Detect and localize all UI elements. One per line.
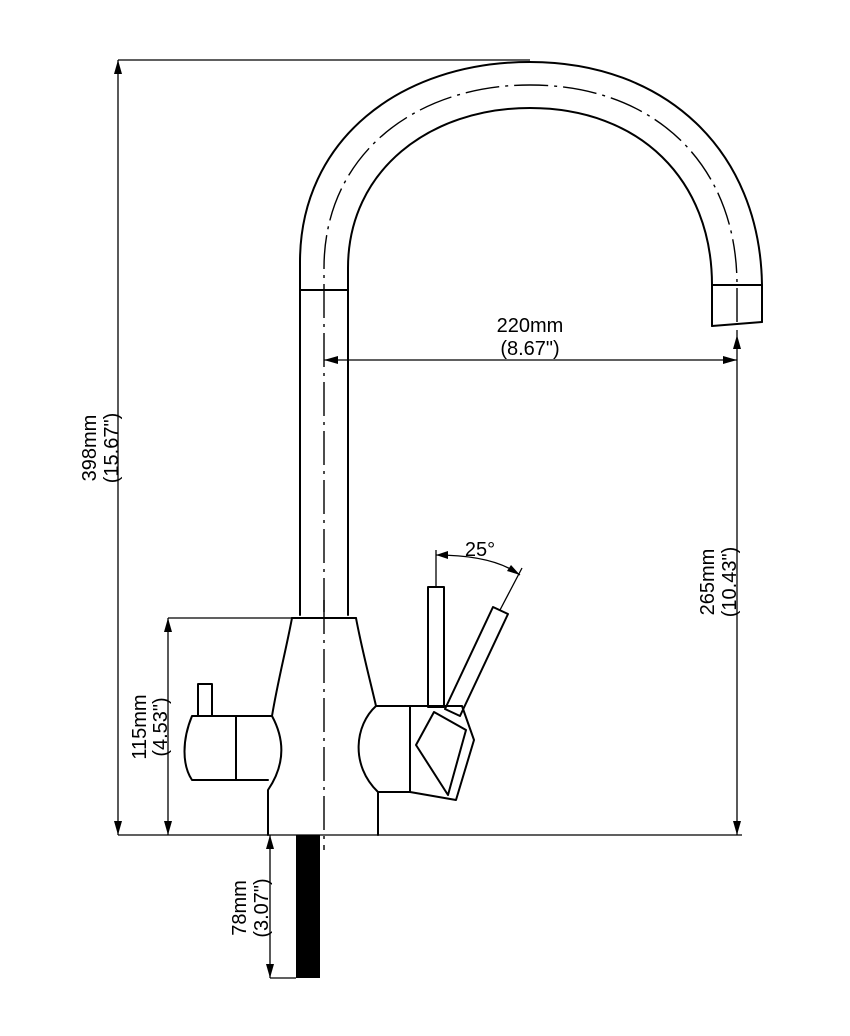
- overall-height-metric-label: 398mm: [79, 415, 101, 482]
- body-height-imperial-label: (4.53"): [150, 697, 172, 756]
- spout-height-metric-label: 265mm: [697, 549, 719, 616]
- body-height-dimension: 115mm (4.53"): [129, 617, 292, 835]
- shank-length-metric-label: 78mm: [229, 880, 251, 936]
- spout-reach-imperial-label: (8.67"): [500, 338, 559, 360]
- body-height-metric-label: 115mm: [129, 694, 151, 759]
- spout-height-dimension: 265mm (10.43"): [697, 330, 741, 835]
- lever-angle-label: 25°: [465, 539, 495, 561]
- spout-reach-metric-label: 220mm: [497, 315, 564, 337]
- spout: [299, 61, 763, 616]
- shank-length-dimension: 78mm (3.07"): [229, 835, 296, 979]
- spout-height-imperial-label: (10.43"): [719, 547, 741, 617]
- overall-height-imperial-label: (15.67"): [101, 413, 123, 483]
- right-lever-assembly: [375, 586, 509, 801]
- lever-angle-dimension: 25°: [435, 539, 523, 611]
- faucet-body: [267, 600, 379, 850]
- left-handle: [183, 683, 273, 781]
- spout-reach-dimension: 220mm (8.67"): [324, 315, 737, 364]
- mounting-shank: [296, 835, 320, 978]
- shank-length-imperial-label: (3.07"): [251, 878, 273, 937]
- overall-height-dimension: 398mm (15.67"): [79, 59, 530, 835]
